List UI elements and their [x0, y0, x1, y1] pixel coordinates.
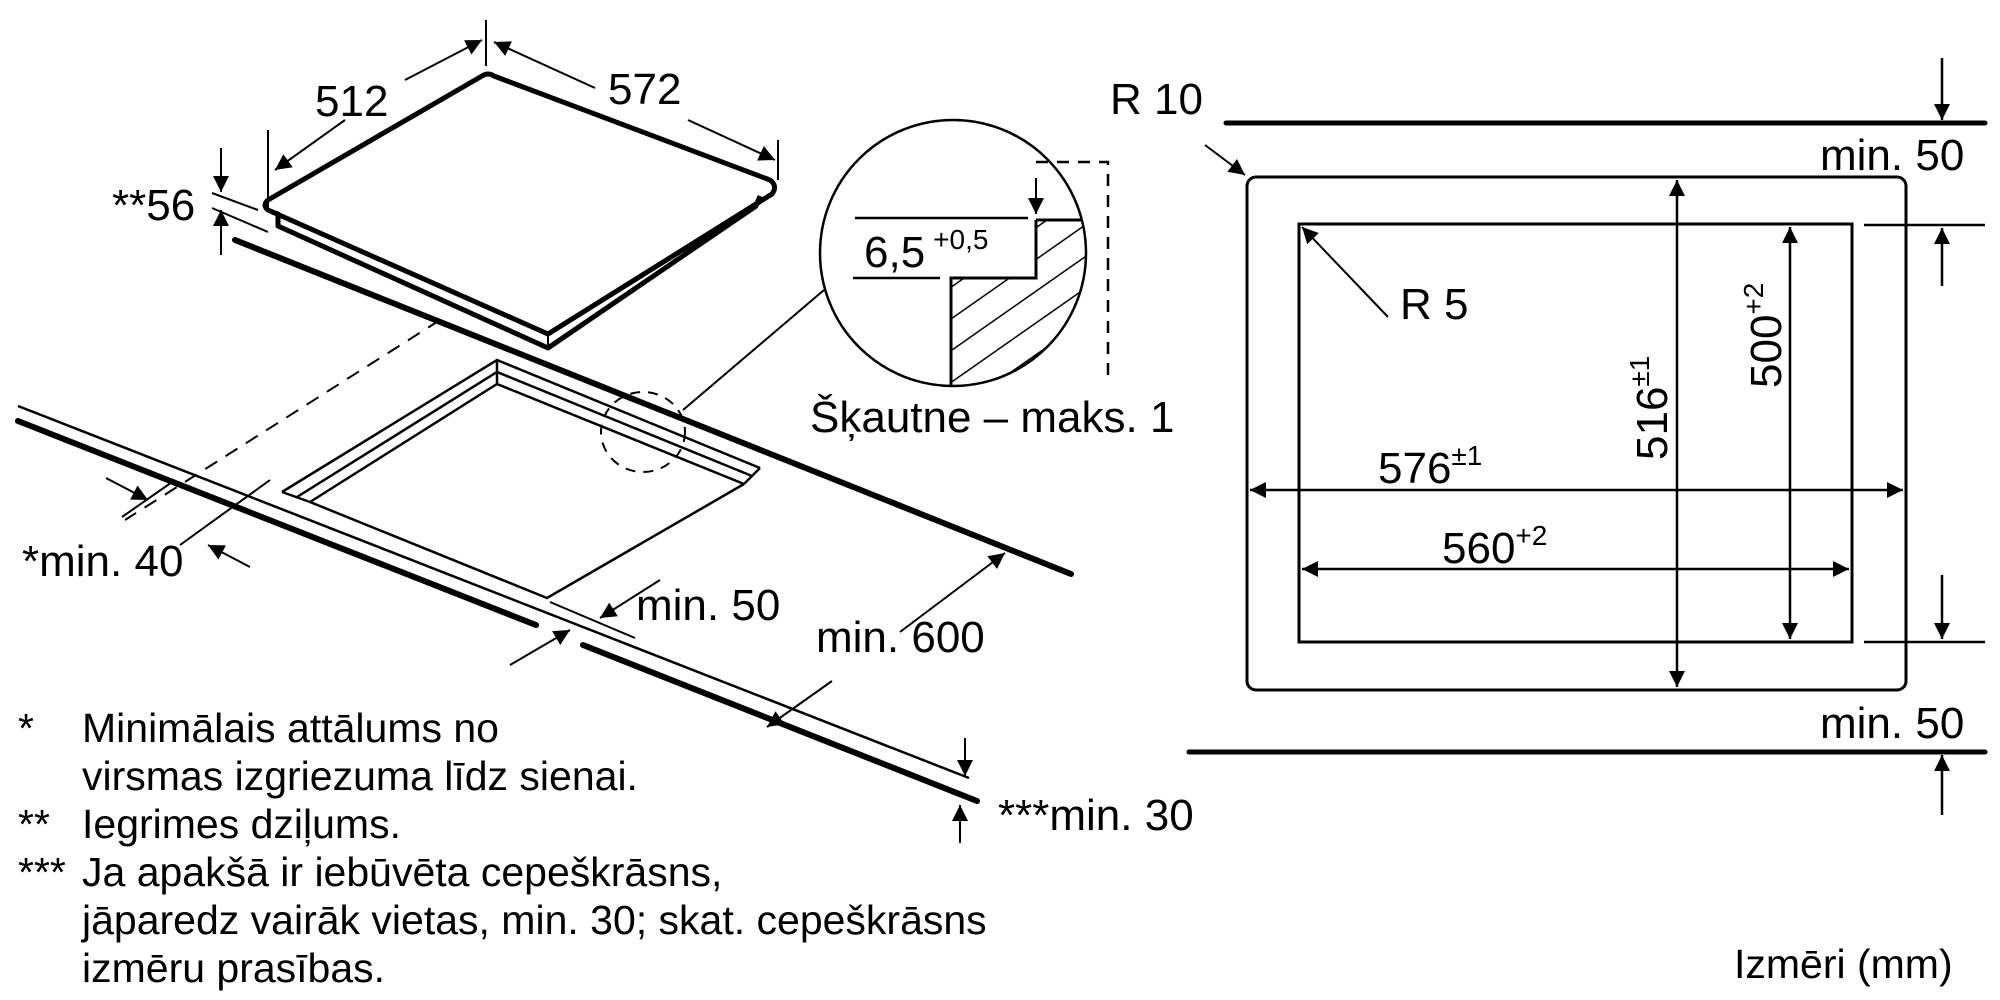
inner-depth-tol: +2: [1738, 282, 1769, 315]
detail-marker: [600, 391, 686, 473]
worktop-front-edge: [15, 418, 539, 628]
label-thickness: 6,5+0,5: [864, 226, 988, 275]
dim-572: [493, 41, 779, 180]
note-line: Ja apakšā ir iebūvēta cepeškrāsns,: [82, 849, 723, 895]
label-inner-depth: 500+2: [1738, 282, 1791, 388]
outer-depth-tol: ±1: [1624, 355, 1655, 387]
note-line: izmēru prasības.: [82, 945, 386, 991]
projection-line: [124, 319, 441, 521]
units-label: Izmēri (mm): [1734, 941, 1953, 987]
label-recess-depth: **56: [112, 181, 196, 230]
inner-width-value: 560: [1442, 524, 1516, 573]
thickness-tolerance: +0,5: [933, 224, 989, 255]
label-bottom-clearance-plan: min. 50: [1820, 699, 1965, 748]
note-mark: *: [18, 705, 34, 751]
label-top-clearance: min. 50: [1820, 131, 1965, 180]
inner-depth-value: 500: [1742, 314, 1791, 388]
label-hob-width: 572: [608, 65, 682, 114]
note-line: Iegrimes dziļums.: [82, 801, 401, 847]
r5-leader: [1301, 226, 1389, 318]
outer-cutout: [1245, 175, 1908, 692]
label-inner-radius: R 5: [1400, 280, 1469, 329]
inner-width-tol: +2: [1515, 520, 1548, 551]
note-mark: ***: [18, 849, 66, 895]
worktop-back-edge: [232, 237, 1074, 577]
outer-width-value: 576: [1378, 444, 1452, 493]
label-wall-distance: *min. 40: [22, 537, 184, 586]
label-outer-width: 576±1: [1378, 442, 1482, 491]
label-hob-depth: 512: [315, 77, 389, 126]
worktop-front-edge-top: [17, 404, 970, 780]
dim-min-50-front: [509, 579, 661, 666]
worktop-front-edge: [580, 642, 980, 804]
label-inner-width: 560+2: [1442, 522, 1547, 571]
dim-min-30: [952, 738, 973, 843]
note-line: jāparedz vairāk vietas, min. 30; skat. c…: [82, 897, 987, 943]
label-outer-depth: 516±1: [1624, 355, 1677, 460]
detail-leader: [682, 289, 825, 411]
cutout-iso: [281, 358, 761, 600]
note-line: Minimālais attālums no: [82, 705, 499, 751]
outer-depth-value: 516: [1628, 386, 1677, 460]
dim-min-50-right: [1864, 58, 1985, 815]
label-bottom-clearance: ***min. 30: [998, 791, 1194, 840]
hob-outline: [262, 71, 778, 351]
note-mark: **: [18, 801, 50, 847]
label-worktop-depth: min. 600: [816, 613, 985, 662]
r10-leader: [1204, 144, 1246, 176]
label-outer-radius: R 10: [1110, 75, 1203, 124]
dim-512: [267, 20, 487, 210]
dim-min-40: [105, 477, 271, 568]
dim-min-600: [766, 552, 1006, 728]
dim-56: [211, 148, 269, 255]
label-front-distance: min. 50: [636, 581, 781, 630]
inner-cutout: [1297, 222, 1854, 644]
note-line: virsmas izgriezuma līdz sienai.: [82, 753, 638, 799]
outer-width-tol: ±1: [1451, 440, 1483, 471]
label-edge-caption: Šķautne – maks. 1: [810, 393, 1175, 442]
thickness-value: 6,5: [864, 228, 926, 277]
